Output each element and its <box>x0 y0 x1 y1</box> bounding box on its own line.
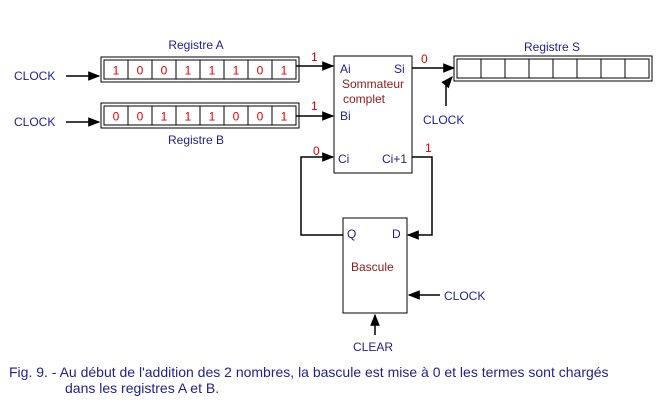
register-a-bit: 1 <box>281 64 288 78</box>
register-s-cell <box>576 58 602 79</box>
register-a-bit: 0 <box>137 64 144 78</box>
adder-input-a-label: Ai <box>340 62 351 76</box>
register-a-bit: 1 <box>185 64 192 78</box>
ci-signal-value: 0 <box>313 144 320 158</box>
register-s-cell <box>624 58 650 79</box>
adder-name-line1: Sommateur <box>342 77 404 91</box>
register-a-bit: 0 <box>257 64 264 78</box>
full-adder-block <box>333 55 413 174</box>
register-s-cell <box>456 58 482 79</box>
caption-line-1: Fig. 9. - Au début de l'addition des 2 n… <box>9 364 609 380</box>
register-b-clock-label: CLOCK <box>14 115 55 129</box>
register-b-title: Registre B <box>168 133 224 147</box>
register-a-bit: 1 <box>209 64 216 78</box>
register-a-title: Registre A <box>168 38 223 52</box>
adder-input-b-label: Bi <box>340 109 351 123</box>
register-b-bit: 0 <box>113 110 120 124</box>
register-s-cell <box>504 58 530 79</box>
register-a: 1 0 0 1 1 1 0 1 <box>100 56 300 83</box>
register-a-bit: 1 <box>233 64 240 78</box>
register-s <box>453 55 653 82</box>
clear-label: CLEAR <box>353 340 393 354</box>
register-b-bit: 1 <box>185 110 192 124</box>
flipflop-clock-label: CLOCK <box>444 289 485 303</box>
flipflop-q-label: Q <box>347 227 356 241</box>
ci1-signal-value: 1 <box>425 141 432 155</box>
register-b-bit: 0 <box>233 110 240 124</box>
register-a-bit: 1 <box>113 64 120 78</box>
adder-output-c-label: Ci+1 <box>382 152 407 166</box>
register-s-clock-arrow <box>441 76 453 106</box>
carry-in-wire <box>300 152 343 236</box>
caption-line-2: dans les registres A et B. <box>65 380 220 396</box>
figure-caption: Fig. 9. - Au début de l'addition des 2 n… <box>9 364 654 396</box>
register-b-bit: 1 <box>209 110 216 124</box>
flipflop-block <box>342 217 408 314</box>
register-a-clock-label: CLOCK <box>14 69 55 83</box>
ai-signal-value: 1 <box>311 50 318 64</box>
register-s-cell <box>552 58 578 79</box>
flipflop-name: Bascule <box>351 260 394 274</box>
register-a-bit: 0 <box>161 64 168 78</box>
register-s-cell <box>600 58 626 79</box>
register-b-bit: 1 <box>281 110 288 124</box>
carry-out-wire <box>406 156 433 240</box>
adder-name-line2: complet <box>343 92 386 106</box>
register-s-title: Registre S <box>524 40 580 54</box>
adder-output-s-label: Si <box>394 62 405 76</box>
adder-input-c-label: Ci <box>338 152 349 166</box>
register-s-cell <box>480 58 506 79</box>
register-a-cell <box>271 59 297 80</box>
flipflop-d-label: D <box>392 227 401 241</box>
register-b-bit: 1 <box>161 110 168 124</box>
register-b: 0 0 1 1 1 0 0 1 <box>100 102 300 129</box>
register-b-bit: 0 <box>137 110 144 124</box>
si-signal-value: 0 <box>421 52 428 66</box>
register-s-clock-label: CLOCK <box>423 113 464 127</box>
register-b-bit: 0 <box>257 110 264 124</box>
bi-signal-value: 1 <box>311 99 318 113</box>
register-s-cell <box>528 58 554 79</box>
